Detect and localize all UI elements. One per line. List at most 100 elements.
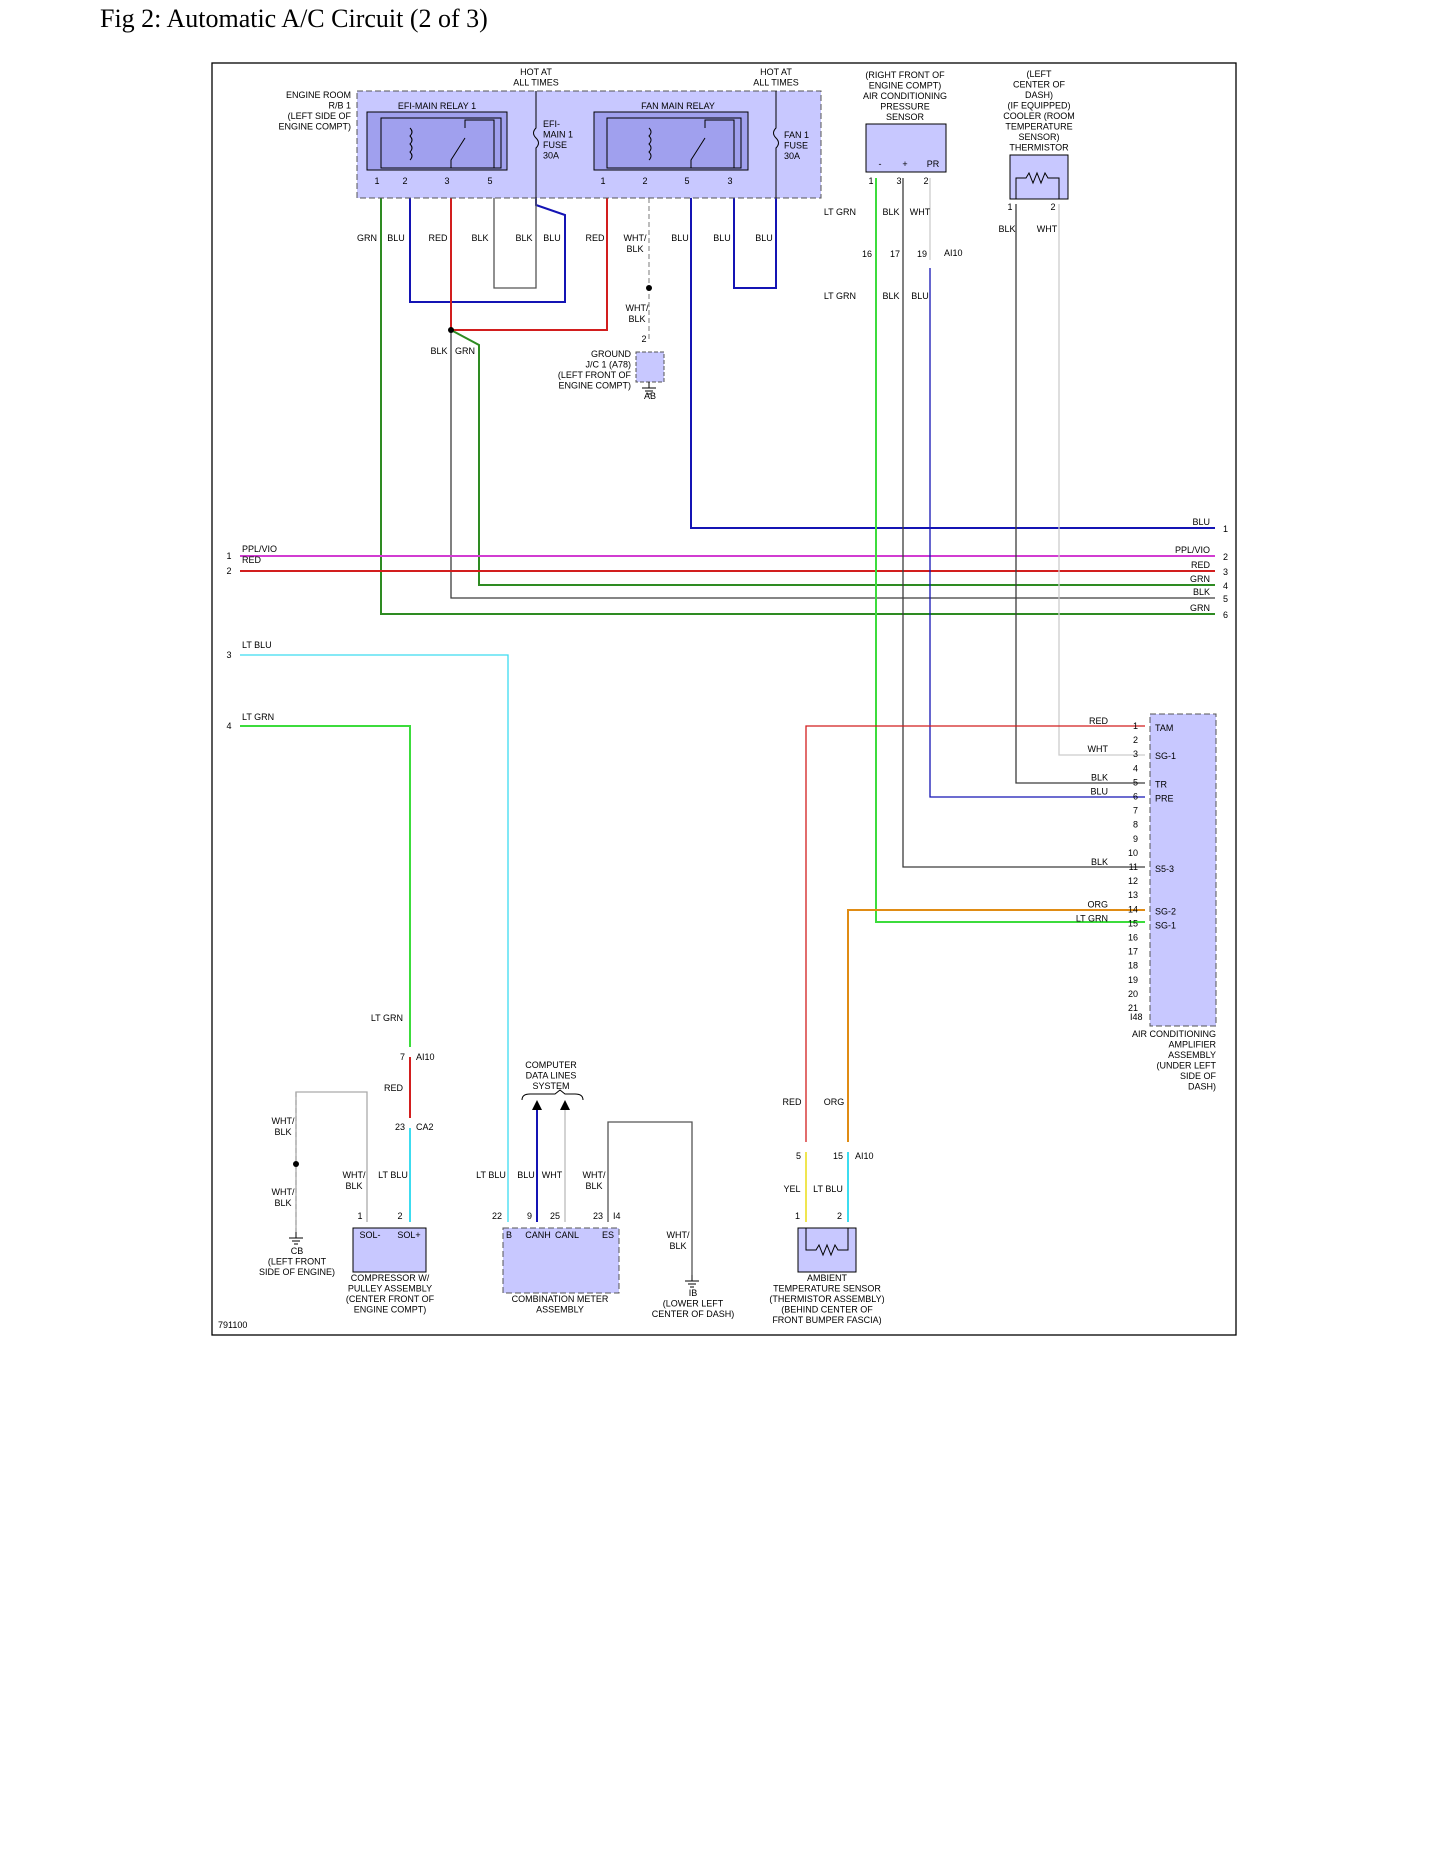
off-page-number: 1 [1223, 524, 1228, 534]
amplifier-pin: 8 [1133, 820, 1138, 830]
wire-label: LT GRN [371, 1013, 403, 1023]
amplifier-pin: 6 [1133, 792, 1138, 802]
wire-wht-blk-meter [607, 1121, 693, 1275]
thermistor-label: COOLER (ROOM [1003, 111, 1075, 121]
wire-label: WHT [910, 207, 931, 217]
computer-data-lines-label: SYSTEM [532, 1081, 569, 1091]
amplifier-label: SIDE OF [1180, 1071, 1217, 1081]
amplifier-terminal: SG-1 [1155, 751, 1176, 761]
i48-connector-label: I48 [1130, 1012, 1143, 1022]
combination-meter-label: ASSEMBLY [536, 1305, 584, 1315]
ambient-sensor-label: (THERMISTOR ASSEMBLY) [769, 1294, 884, 1304]
ground-jc1-label: (LEFT FRONT OF [558, 370, 632, 380]
amplifier-pin: 7 [1133, 806, 1138, 816]
ambient-sensor-label: AMBIENT [807, 1273, 848, 1283]
compressor-terminal: SOL+ [397, 1230, 420, 1240]
ground-jc1-label: J/C 1 (A78) [585, 360, 631, 370]
relay-pin: 5 [487, 176, 492, 186]
wire-label: WHT/ [272, 1187, 295, 1197]
off-page-wire-label: RED [1191, 560, 1211, 570]
thermistor-label: DASH) [1025, 90, 1053, 100]
amplifier-terminal: PRE [1155, 794, 1174, 804]
meter-terminal: CANH [525, 1230, 551, 1240]
fan1-fuse-label: FAN 1 [784, 130, 809, 140]
wire-label: GRN [455, 346, 475, 356]
relay-switch [690, 119, 735, 168]
wire-label: LT GRN [824, 291, 856, 301]
wire-label: WHT [1088, 744, 1109, 754]
ambient-pin: 2 [837, 1211, 842, 1221]
compressor-pin: 2 [397, 1211, 402, 1221]
splice-dot [646, 285, 652, 291]
amplifier-pin: 5 [1133, 777, 1138, 787]
wire-label: WHT/ [272, 1116, 295, 1126]
wire-red-tam [805, 725, 1145, 1142]
pressure-pin: 1 [868, 176, 873, 186]
wire-lt-grn-pressure [875, 178, 1145, 923]
amplifier-pin: 18 [1128, 961, 1138, 971]
amplifier-label: ASSEMBLY [1168, 1050, 1216, 1060]
wire-label: WHT/ [583, 1170, 606, 1180]
pressure-sensor-label: ENGINE COMPT) [869, 81, 942, 91]
amplifier-terminal: TR [1155, 779, 1167, 789]
off-page-number: 3 [1223, 567, 1228, 577]
wire-blk-loop [493, 198, 537, 289]
wire-wht-blk-cb [295, 1091, 368, 1232]
wire-label: LT GRN [1076, 913, 1108, 923]
ambient-sensor-label: TEMPERATURE SENSOR [773, 1284, 881, 1294]
thermistor-label: (IF EQUIPPED) [1007, 101, 1070, 111]
ambient-pin: 1 [795, 1211, 800, 1221]
relay-pin: 3 [727, 176, 732, 186]
fan1-fuse-label: 30A [784, 151, 800, 161]
relay-pin: 5 [684, 176, 689, 186]
meter-pin: 23 [593, 1211, 603, 1221]
relay-pin: 2 [642, 176, 647, 186]
wire-blk-pressure [902, 178, 1145, 868]
wire-blk-therm [1015, 204, 1145, 784]
diagram-frame [211, 62, 1237, 1336]
compressor-label: COMPRESSOR W/ [351, 1273, 430, 1283]
amplifier-label: AMPLIFIER [1168, 1040, 1216, 1050]
ai10-pin: 17 [890, 249, 900, 259]
wire-label: BLU [713, 233, 731, 243]
wire-label: BLK [669, 1241, 686, 1251]
hot-at-all-times-label: HOT AT [520, 67, 552, 77]
relay-coil-icon [648, 127, 652, 161]
page-title: Fig 2: Automatic A/C Circuit (2 of 3) [100, 4, 488, 33]
wire-label: BLK [515, 233, 532, 243]
compressor-label: PULLEY ASSEMBLY [348, 1284, 432, 1294]
wire-label: LT GRN [824, 207, 856, 217]
splice-dot [293, 1161, 299, 1167]
thermistor-pin: 2 [1050, 202, 1055, 212]
thermistor-label: (LEFT [1026, 69, 1052, 79]
amplifier-pin: 16 [1128, 933, 1138, 943]
amplifier-pin: 21 [1128, 1003, 1138, 1013]
ai10-connector-label: AI10 [416, 1052, 435, 1062]
compressor-label: (CENTER FRONT OF [346, 1294, 435, 1304]
wire-wht-therm [1058, 204, 1145, 756]
wire-label: LT BLU [476, 1170, 506, 1180]
amplifier-terminal: S5-3 [1155, 864, 1174, 874]
ground-cb-label: SIDE OF ENGINE) [259, 1267, 335, 1277]
amplifier-pin: 19 [1128, 975, 1138, 985]
off-page-number: 4 [1223, 581, 1228, 591]
wire-blu-pressure [929, 268, 1145, 798]
ground-icon [289, 382, 699, 1288]
thermistor-icon [805, 1228, 849, 1257]
wire-label: BLK [882, 291, 899, 301]
wire-label: BLU [543, 233, 561, 243]
meter-terminal: CANL [555, 1230, 579, 1240]
engine-room-rb1-label: (LEFT SIDE OF [288, 111, 352, 121]
engine-room-rb1-label: ENGINE ROOM [286, 90, 351, 100]
ground-ib-label: IB [689, 1288, 698, 1298]
ac-amplifier-assembly [1149, 713, 1217, 1027]
thermistor-label: TEMPERATURE [1005, 122, 1072, 132]
wire-label: BLK [1091, 772, 1108, 782]
pressure-pin: 2 [923, 176, 928, 186]
off-page-wire-label: LT BLU [242, 640, 272, 650]
i4-connector-label: I4 [613, 1211, 621, 1221]
amplifier-pin: 17 [1128, 947, 1138, 957]
wire-label: BLU [911, 291, 929, 301]
ground-cb-label: (LEFT FRONT [268, 1257, 327, 1267]
